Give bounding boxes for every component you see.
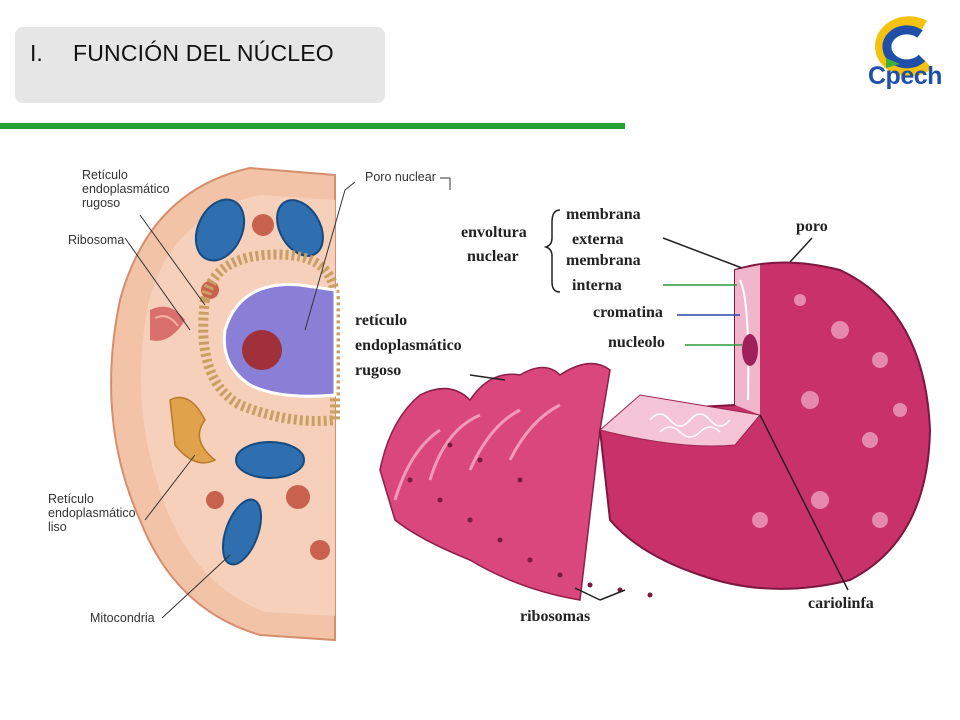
label-poro-nuclear: Poro nuclear bbox=[365, 170, 436, 184]
label-reticulo: retículo bbox=[355, 312, 408, 329]
cell-leader-lines bbox=[124, 177, 451, 619]
label-externa: externa bbox=[572, 231, 624, 248]
title-number: I. bbox=[30, 40, 43, 66]
label-membrana-interna-1: membrana bbox=[566, 252, 641, 269]
title-underline bbox=[0, 123, 625, 129]
animal-cell-illustration bbox=[110, 166, 340, 642]
label-nuclear: nuclear bbox=[467, 248, 519, 265]
label-rel-line2: endoplasmático bbox=[48, 506, 136, 520]
label-interna: interna bbox=[572, 277, 622, 294]
label-rel-line3: liso bbox=[48, 520, 67, 534]
cpech-logo-icon bbox=[875, 16, 932, 77]
label-rel-cell: Retículo endoplasmático liso bbox=[48, 492, 136, 534]
label-ribosoma: Ribosoma bbox=[68, 233, 125, 247]
title-box bbox=[15, 27, 385, 103]
label-endoplasmatico: endoplasmático bbox=[355, 337, 462, 354]
label-envoltura: envoltura bbox=[461, 224, 527, 241]
label-cariolinfa: cariolinfa bbox=[808, 595, 874, 612]
label-rer-cell: Retículo endoplasmático rugoso bbox=[82, 168, 170, 210]
label-rugoso: rugoso bbox=[355, 362, 402, 379]
page-title: FUNCIÓN DEL NÚCLEO bbox=[73, 40, 334, 66]
label-rer-line2: endoplasmático bbox=[82, 182, 170, 196]
logo-text: Cpech bbox=[868, 62, 942, 90]
label-nucleolo: nucleolo bbox=[608, 334, 665, 351]
nucleus-leader-lines bbox=[469, 209, 849, 601]
label-rer-line3: rugoso bbox=[82, 196, 121, 210]
label-mitocondria: Mitocondria bbox=[90, 611, 155, 625]
label-ribosomas: ribosomas bbox=[520, 608, 591, 625]
label-membrana-externa-1: membrana bbox=[566, 206, 641, 223]
label-rer-line1: Retículo bbox=[82, 168, 128, 182]
label-poro: poro bbox=[796, 218, 828, 235]
label-rel-line1: Retículo bbox=[48, 492, 94, 506]
label-cromatina: cromatina bbox=[593, 304, 663, 321]
